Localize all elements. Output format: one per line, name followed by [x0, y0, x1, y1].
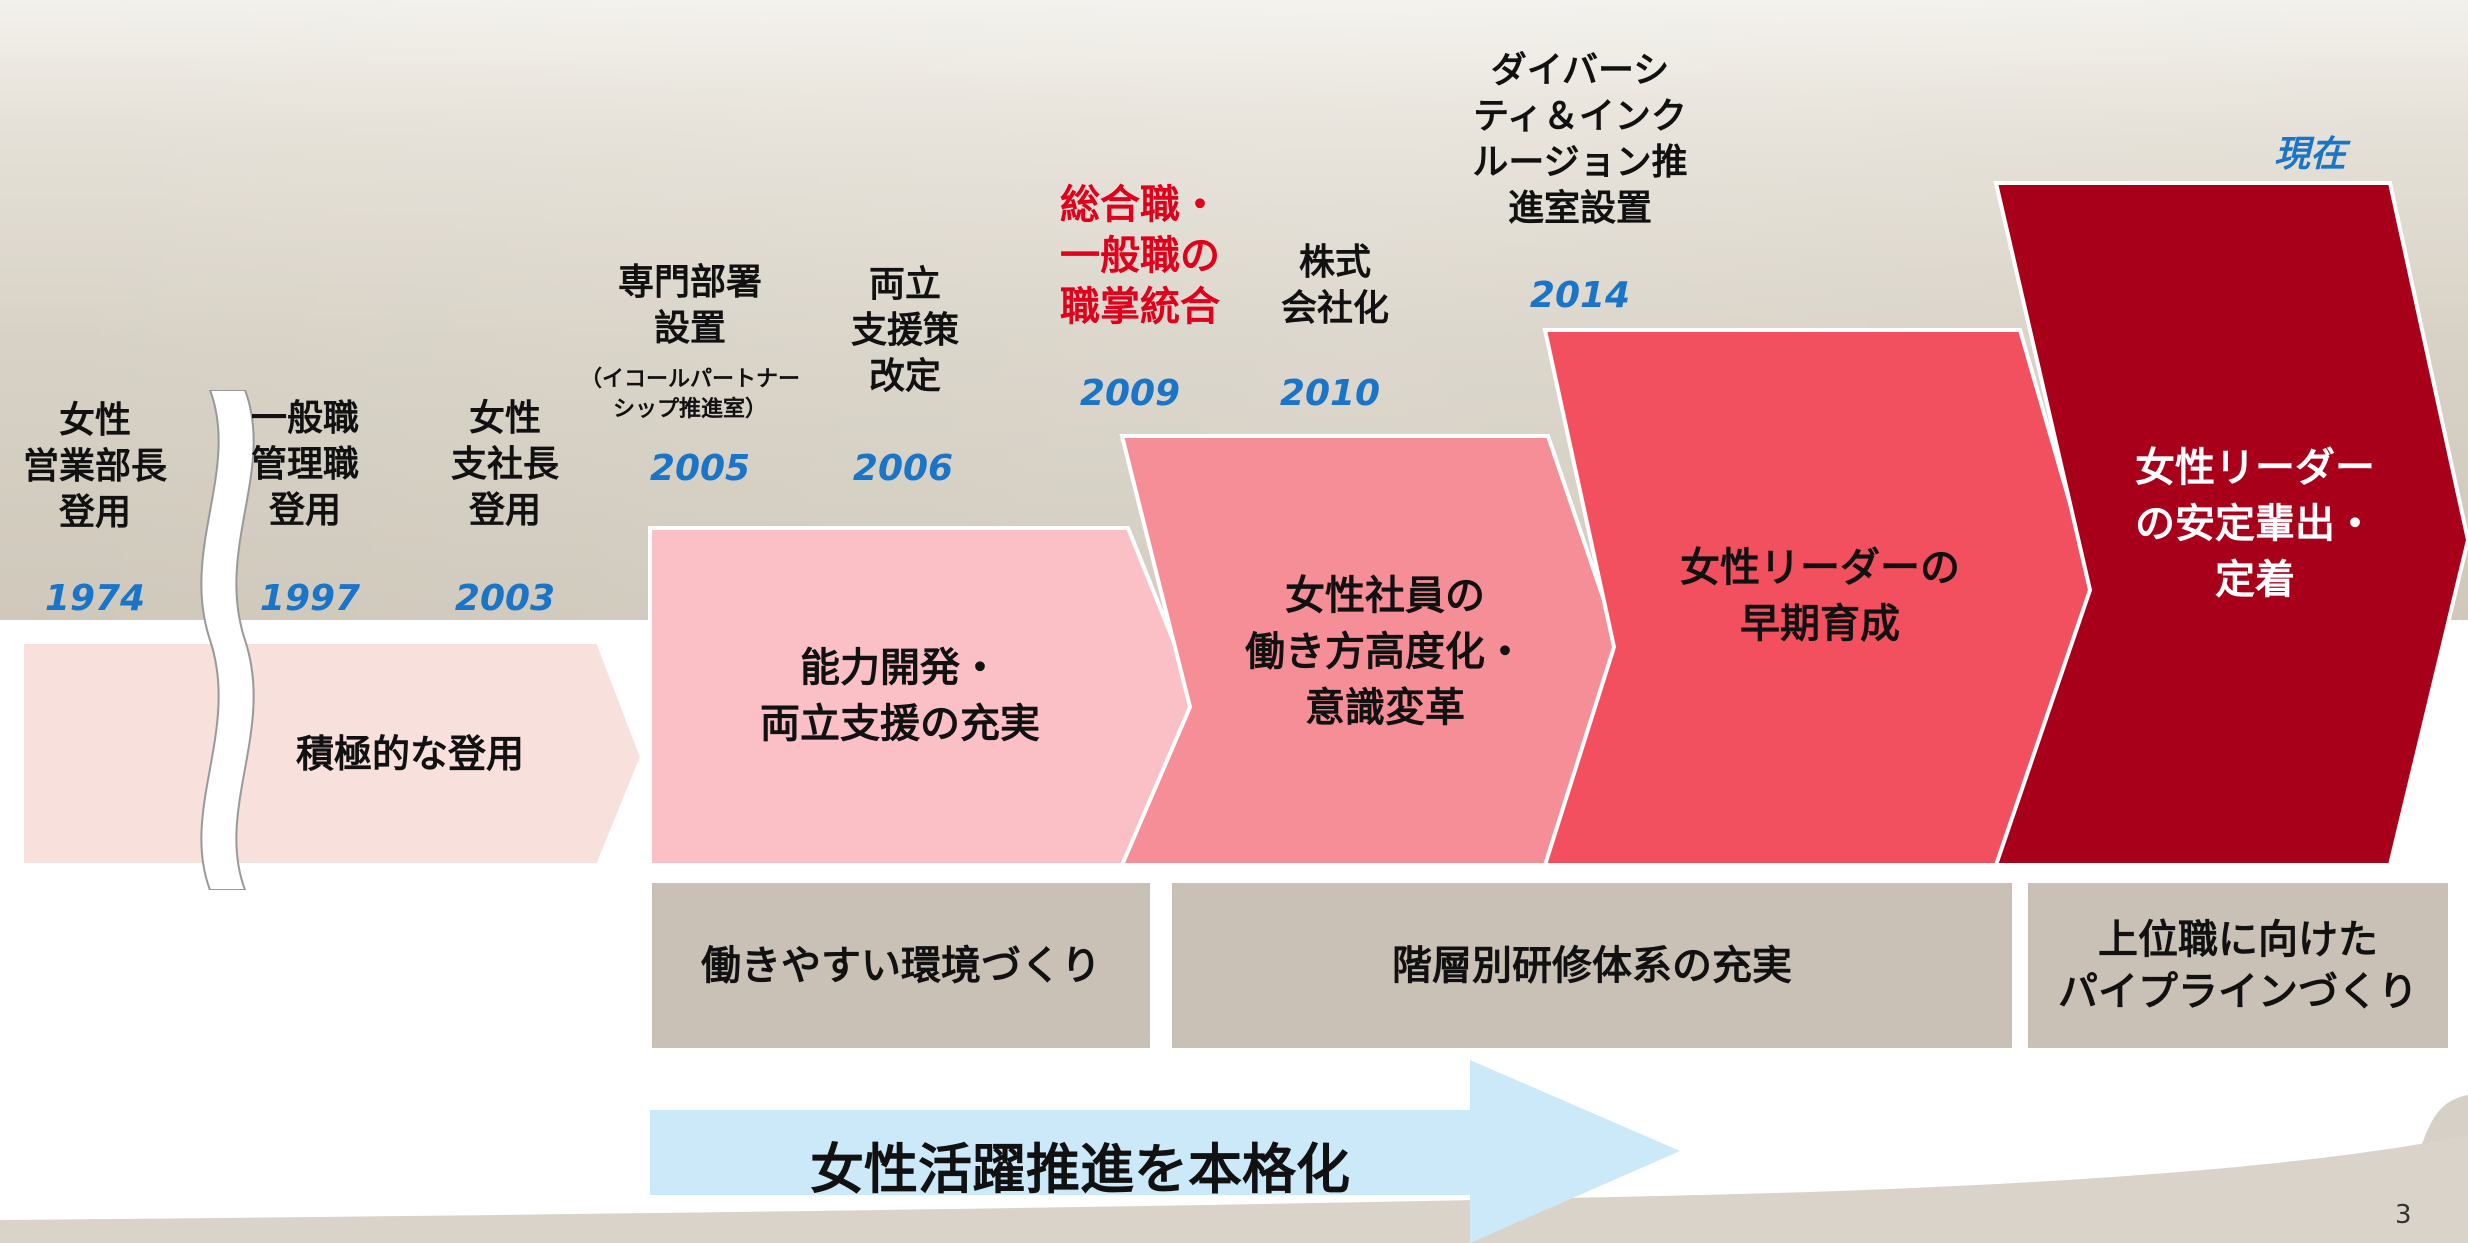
- stage-2-label: 能力開発・ 両立支援の充実: [760, 645, 1040, 747]
- event-note: （イコールパートナー シップ推進室）: [579, 367, 800, 422]
- stage-5-shape: [1993, 181, 2468, 867]
- stage-1-shape: [20, 640, 645, 867]
- initiative-box: 働きやすい環境づくり: [652, 883, 1150, 1048]
- event-year: 2005: [649, 448, 751, 489]
- stage-1-label: 積極的な登用: [295, 732, 524, 776]
- stage-3-label: 女性社員の 働き方高度化・ 意識変革: [1245, 573, 1525, 731]
- event-label: 一般職 管理職 登用: [250, 398, 359, 532]
- event-year: 2009: [1079, 373, 1181, 414]
- event-year: 2014: [1529, 275, 1631, 316]
- stage-5-label: 女性リーダー の安定輩出・ 定着: [2135, 445, 2375, 603]
- page-number: 3: [2395, 1200, 2412, 1230]
- banner-arrow: [650, 1060, 1680, 1243]
- event-label: 両立 支援策 改定: [850, 264, 959, 398]
- initiative-box: 階層別研修体系の充実: [1172, 883, 2012, 1048]
- banner-label: 女性活躍推進を本格化: [810, 1138, 1350, 1201]
- initiative-box: 上位職に向けた パイプラインづくり: [2028, 883, 2448, 1048]
- event-year-current: 現在: [2273, 134, 2346, 175]
- timeline-break-icon: [200, 390, 255, 890]
- event-label: 専門部署 設置: [617, 262, 762, 350]
- event-year: 2006: [852, 448, 954, 489]
- event-year: 2003: [454, 578, 556, 619]
- event-label: ダイバーシ ティ＆インク ルージョン推 進室設置: [1472, 50, 1688, 230]
- event-label-highlight: 総合職・ 一般職の 職掌統合: [1060, 182, 1220, 331]
- event-year: 1997: [259, 578, 361, 619]
- event-year: 1974: [44, 578, 146, 619]
- event-year: 2010: [1279, 373, 1381, 414]
- event-label: 株式 会社化: [1280, 242, 1389, 330]
- event-label: 女性 支社長 登用: [450, 398, 559, 532]
- event-label: 女性 営業部長 登用: [22, 400, 167, 534]
- stage-4-label: 女性リーダーの 早期育成: [1680, 545, 1960, 647]
